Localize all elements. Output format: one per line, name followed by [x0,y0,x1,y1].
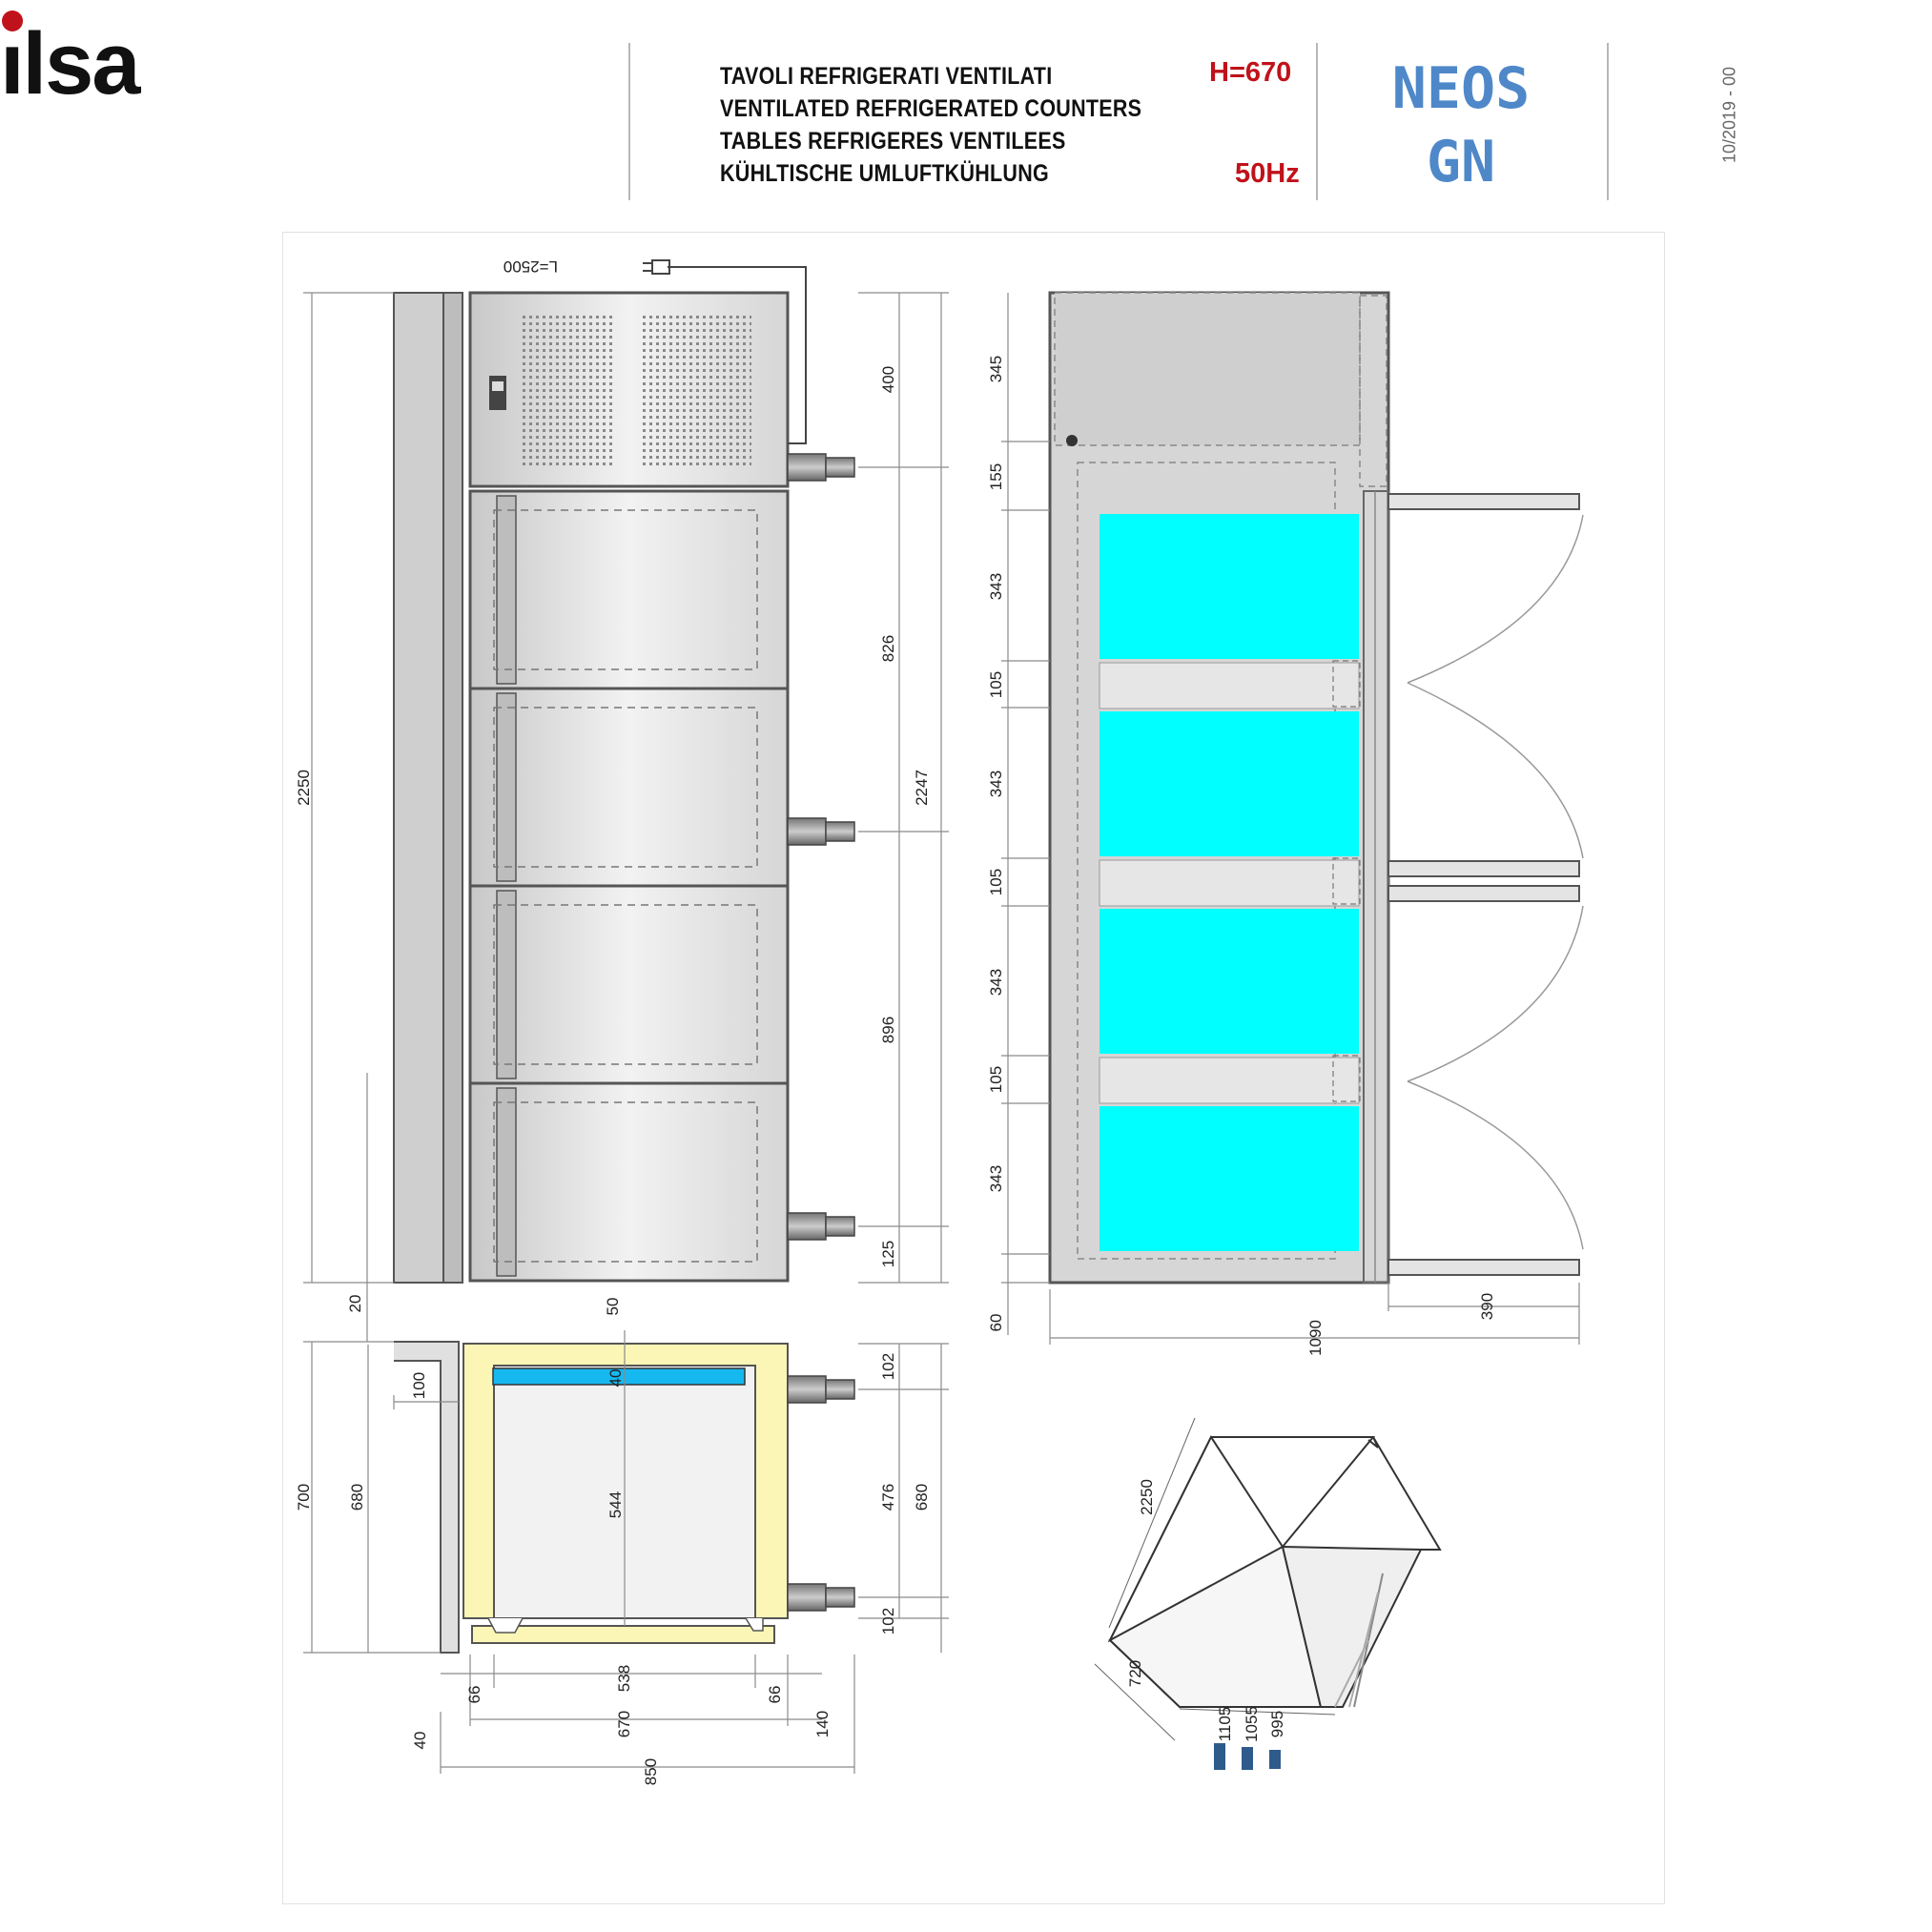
dim-140: 140 [813,1711,832,1737]
dim-896: 896 [879,1017,897,1043]
height-spec: H=670 [1209,57,1292,88]
isometric-view [1094,1417,1442,1741]
iso-dim-1105: 1105 [1216,1707,1234,1742]
dim-680-left: 680 [348,1484,366,1511]
dim-20: 20 [346,1295,364,1313]
dim-60: 60 [987,1314,1005,1332]
dim-40-top: 40 [606,1369,625,1387]
tray-gap [1099,1057,1360,1104]
dim-680-right: 680 [913,1484,931,1511]
title-fr: TABLES REFRIGERES VENTILEES [720,128,1066,154]
dim-544: 544 [606,1491,625,1518]
dim-100: 100 [410,1372,428,1399]
dim-700: 700 [295,1484,313,1511]
tray-runner [1332,857,1361,905]
dimension-lines [303,292,1580,1774]
dim-125: 125 [879,1241,897,1267]
dim-66-left: 66 [465,1686,483,1704]
side-view [1048,291,1584,1285]
tray-runner [1332,660,1361,708]
dim-343: 343 [987,1165,1005,1192]
tray-gap [1099,662,1360,709]
ilsa-logo: ılsa [0,10,143,113]
dim-102-bottom: 102 [879,1608,897,1634]
dim-390: 390 [1478,1293,1496,1320]
dim-670: 670 [615,1711,633,1737]
cable-length: L=2500 [504,257,558,276]
title-en: VENTILATED REFRIGERATED COUNTERS [720,95,1142,122]
dim-850: 850 [642,1758,660,1785]
iso-dim-720: 720 [1126,1660,1144,1687]
front-drawer[interactable] [468,884,790,1085]
dim-102-top: 102 [879,1353,897,1380]
iso-blue-marks [1214,1743,1281,1770]
drawing-sheet [282,232,1665,1904]
tray-runner [1332,1055,1361,1102]
gn-container [1100,711,1359,856]
header-divider [1607,43,1609,200]
tray-gap [1099,859,1360,907]
model-type: GN [1426,129,1496,195]
title-de: KÜHLTISCHE UMLUFTKÜHLUNG [720,160,1049,187]
dim-2250: 2250 [295,770,313,806]
dim-343: 343 [987,969,1005,996]
title-it: TAVOLI REFRIGERATI VENTILATI [720,63,1053,90]
front-drawer[interactable] [468,489,790,690]
dim-343: 343 [987,573,1005,600]
dim-826: 826 [879,635,897,662]
front-drawer[interactable] [468,687,790,888]
dim-105: 105 [987,671,1005,698]
frequency: 50Hz [1235,158,1300,189]
svg-text:ılsa: ılsa [0,15,141,113]
gn-container [1100,1106,1359,1251]
dim-343: 343 [987,771,1005,797]
iso-dim-1055: 1055 [1243,1706,1261,1742]
dim-66-right: 66 [766,1686,784,1704]
dim-50: 50 [604,1298,622,1316]
iso-dim-2250: 2250 [1138,1479,1156,1515]
model-name: NEOS [1391,55,1531,122]
header-divider [1316,43,1318,200]
front-view: L=2500 [393,257,855,1284]
gn-container [1100,514,1359,659]
dim-105: 105 [987,1066,1005,1093]
dim-1090: 1090 [1306,1320,1325,1356]
dim-538: 538 [615,1665,633,1692]
dim-40-bottom: 40 [411,1732,429,1750]
dim-400: 400 [879,366,897,393]
dim-105: 105 [987,869,1005,895]
dim-2247: 2247 [913,770,931,806]
gn-container [1100,909,1359,1054]
iso-dim-995: 995 [1268,1711,1286,1737]
dim-155: 155 [987,463,1005,490]
header-divider [628,43,630,200]
dim-476: 476 [879,1484,897,1511]
front-drawer[interactable] [468,1081,790,1283]
dim-345: 345 [987,356,1005,382]
